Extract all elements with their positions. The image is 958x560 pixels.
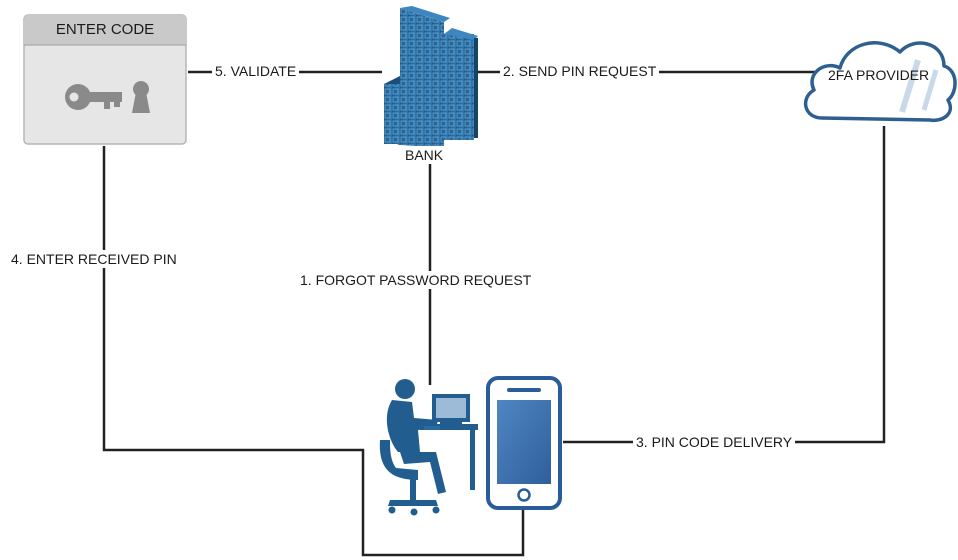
enter-code-box (23, 14, 187, 145)
step-5-validate-label: 5. VALIDATE (212, 62, 300, 80)
provider-label: 2FA PROVIDER (828, 67, 930, 83)
keyhole-icon (132, 81, 150, 113)
line-enter-received-pin (102, 146, 525, 557)
step-2-send-pin-request-label: 2. SEND PIN REQUEST (500, 62, 660, 80)
line-pin-code-delivery (563, 126, 886, 444)
enter-code-title: ENTER CODE (55, 21, 155, 38)
smartphone-icon (486, 376, 562, 510)
bank-label: BANK (402, 146, 447, 164)
key-icon (65, 84, 122, 110)
cloud-icon (803, 41, 957, 123)
step-3-pin-code-delivery-label: 3. PIN CODE DELIVERY (633, 433, 796, 451)
step-4-enter-received-pin-label: 4. ENTER RECEIVED PIN (8, 250, 180, 268)
person-at-computer-icon (379, 379, 478, 516)
office-building-icon (384, 6, 478, 148)
step-1-forgot-password-request-label: 1. FORGOT PASSWORD REQUEST (297, 271, 535, 289)
